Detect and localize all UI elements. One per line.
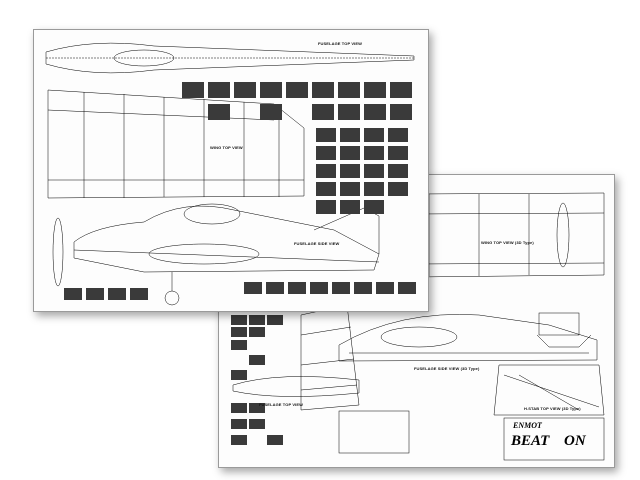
plan-drawing-front: [45, 42, 416, 306]
fuselage-side-3d-label: FUSELAGE SIDE VIEW (3D Type): [414, 366, 480, 371]
model-name-on: ON: [564, 433, 586, 449]
fuselage-side-view-label: FUSELAGE SIDE VIEW: [294, 241, 340, 246]
h-stab-top-label: H.STAB TOP VIEW (3D Type): [524, 406, 581, 411]
wing-top-view-label: WING TOP VIEW: [210, 145, 243, 150]
plan-sheet-front: FUSELAGE TOP VIEW WING TOP VIEW FUSELAGE…: [33, 29, 429, 312]
fuselage-top-view-label-back: FUSELAGE TOP VIEW: [259, 402, 304, 407]
brand-maker-logo: ENMOT: [513, 421, 542, 430]
model-name-beat: BEAT: [511, 433, 550, 449]
fuselage-top-view-label: FUSELAGE TOP VIEW: [318, 41, 363, 46]
wing-top-3d-label: WING TOP VIEW (3D Type): [481, 240, 534, 245]
